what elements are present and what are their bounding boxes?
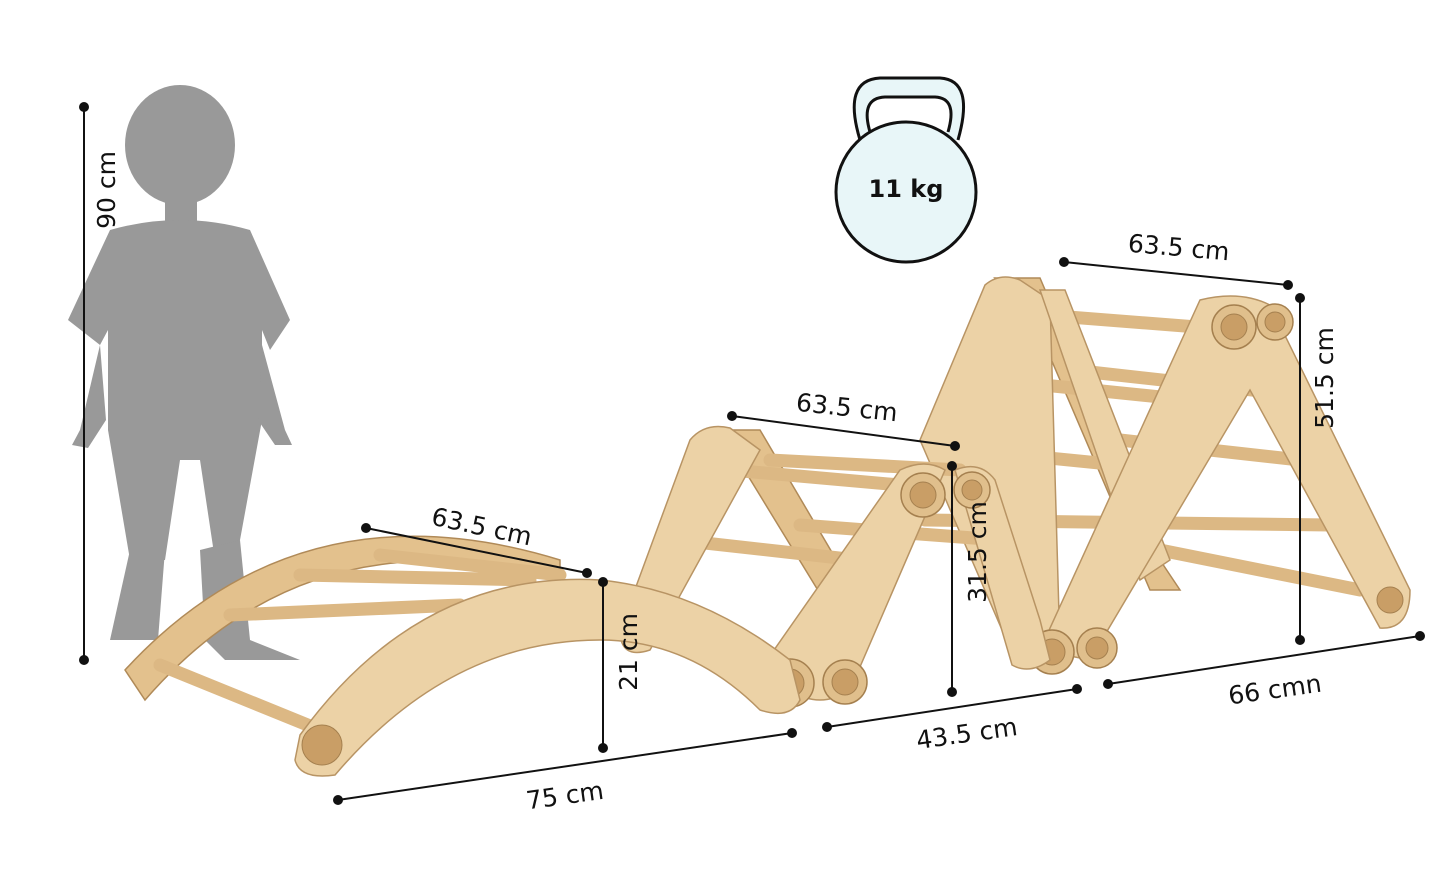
middle-length-label: 43.5 cm [914, 712, 1019, 755]
rocking-arch [124, 535, 801, 777]
middle-height-label: 31.5 cm [963, 501, 992, 603]
top-height-label: 51.5 cm [1310, 327, 1339, 429]
weight-label: 11 kg [869, 175, 944, 203]
dimension-lines [79, 102, 1425, 805]
large-climbing-triangle [918, 276, 1411, 675]
child-silhouette-icon [68, 85, 300, 660]
child-height-label: 90 cm [92, 151, 121, 229]
kettlebell-icon: 11 kg [834, 76, 978, 264]
top-width-label: 63.5 cm [1127, 229, 1231, 267]
top-length-label: 66 cmn [1226, 669, 1323, 711]
arch-height-label: 21 cm [614, 613, 643, 691]
small-climbing-triangle [619, 425, 1051, 708]
arch-length-label: 75 cm [524, 776, 605, 816]
middle-width-label: 63.5 cm [795, 388, 899, 427]
